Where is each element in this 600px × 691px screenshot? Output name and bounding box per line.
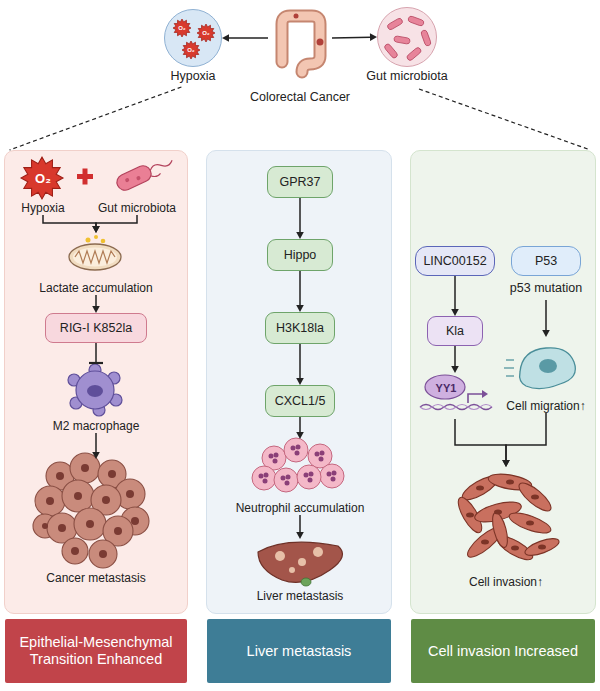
hypoxia-star: O₂ Hypoxia [15,159,71,215]
mitochondrion-icon: Lactate accumulation [31,233,161,295]
process-box: H3K18la [265,312,335,344]
colon-icon: Colorectal Cancer [268,8,332,78]
node-label: LINC00152 [423,254,486,268]
node-label: Neutrophil accumulation [220,501,380,515]
neutrophil-icon: Neutrophil accumulation [220,439,380,515]
result-band: Liver metastasis [207,619,391,683]
node-label: RIG-I K852la [60,321,132,335]
node-label: H3K18la [276,321,324,335]
node-label: Colorectal Cancer [250,90,350,104]
invasion-icon: Cell invasion↑ [441,467,571,589]
process-box: RIG-I K852la [45,313,147,343]
node-label: GPR37 [280,175,321,189]
dashed-connector [419,89,590,150]
process-box: P53p53 mutation [511,246,581,276]
node-label: Cell invasion↑ [441,575,571,589]
arrow-connector [332,33,377,41]
node-label: Kla [446,324,464,338]
process-box: Hippo [267,239,333,271]
node-label: p53 mutation [510,281,582,295]
pathway-panel: Epithelial-Mesenchymal Transition Enhanc… [4,150,188,614]
node-label: Gut microbiota [366,69,447,83]
node-label: Cell migration↑ [499,399,593,413]
node-label: Hypoxia [170,69,215,83]
node-label: M2 macrophage [36,419,156,433]
pathway-panel: Liver metastasis GPR37HippoH3K18laCXCL1/5… [206,150,392,614]
node-label: Gut microbiota [89,201,185,215]
node-label: O₂ [35,172,51,186]
pathway-panel: Cell invasion IncreasedLINC00152P53p53 m… [410,150,596,614]
liver-icon: Liver metastasis [230,539,370,603]
macrophage-icon: M2 macrophage [36,363,156,433]
process-box: Kla [427,316,483,346]
node-label: Hippo [284,248,317,262]
process-box: CXCL1/5 [265,385,335,417]
process-box: GPR37 [267,166,333,198]
dashed-connector [10,87,182,150]
transcription-icon: YY1 [418,373,492,419]
node-label: CXCL1/5 [275,394,326,408]
oxygen-label: O₂ [178,25,185,31]
process-box: LINC00152 [415,246,495,276]
arrow-connector [222,34,268,42]
bacterium-icon: Gut microbiota [89,159,185,215]
cell-icon: Cell migration↑ [499,337,593,413]
hypoxia-circle: Hypoxia [164,9,222,67]
microbiota-circle: Gut microbiota [377,7,437,67]
node-label: Lactate accumulation [31,281,161,295]
node-label: P53 [535,254,557,268]
node-label: Liver metastasis [230,589,370,603]
node-label: Hypoxia [15,201,71,215]
node-label: YY1 [436,381,457,395]
oxygen-label: O₂ [187,47,194,53]
oxygen-label: O₂ [202,30,209,36]
tumor-icon: Cancer metastasis [21,459,171,585]
node-label: Cancer metastasis [21,571,171,585]
result-band: Epithelial-Mesenchymal Transition Enhanc… [5,619,187,683]
result-band: Cell invasion Increased [411,619,595,683]
